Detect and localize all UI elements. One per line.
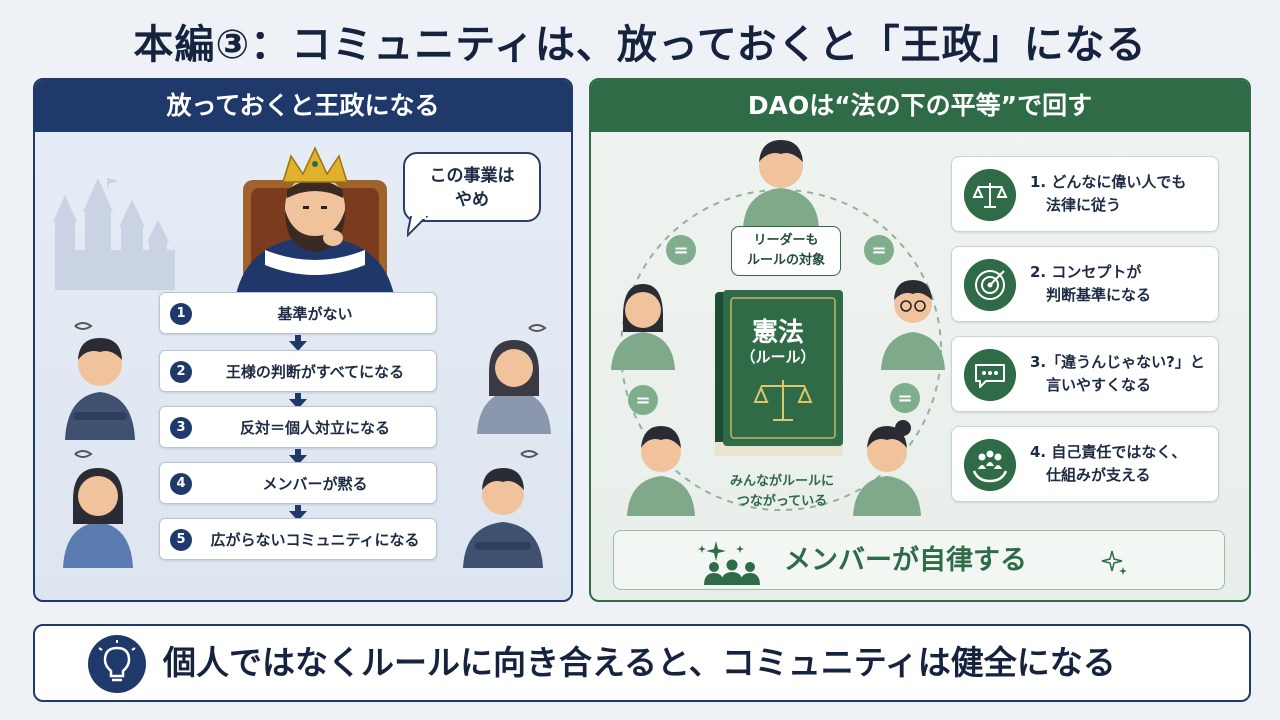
rule-line-1: 1. どんなに偉い人でも — [1030, 173, 1187, 191]
rule-line-2: 仕組みが支える — [1046, 466, 1151, 484]
rule-line-2: 判断基準になる — [1046, 286, 1152, 304]
rule-line-1: 3.「違うんじゃない?」と — [1030, 353, 1205, 371]
step-text: 王様の判断がすべてになる — [225, 363, 405, 381]
member-circle-diagram: = = = = — [611, 140, 945, 516]
member — [611, 284, 675, 370]
dao-header: DAOは“法の下の平等”で回す — [591, 80, 1249, 132]
worried-member-illustration — [477, 324, 551, 434]
constitution-book — [715, 290, 843, 456]
king-illustration — [235, 146, 395, 300]
people-hands-icon — [964, 439, 1016, 491]
rule-text: 2. コンセプトが 判断基準になる — [1030, 261, 1210, 307]
rule-text: 1. どんなに偉い人でも 法律に従う — [1030, 171, 1210, 217]
down-arrow-icon — [289, 393, 307, 409]
svg-text:=: = — [871, 240, 886, 261]
rule-card-4: 4. 自己責任ではなく、 仕組みが支える — [951, 426, 1219, 502]
step-number: 2 — [170, 361, 192, 383]
dao-panel: DAOは“法の下の平等”で回す = = = = — [589, 78, 1251, 602]
scales-icon — [964, 169, 1016, 221]
monarchy-panel: 放っておくと王政になる この事業は やめ — [33, 78, 573, 602]
member — [627, 426, 695, 516]
equals-badge: = — [890, 383, 920, 413]
page-title: 本編③：コミュニティは、放っておくと「王政」になる — [133, 22, 1147, 68]
rule-card-3: 3.「違うんじゃない?」と 言いやすくなる — [951, 336, 1219, 412]
worried-member-illustration — [63, 450, 133, 568]
conclusion-bar: 個人ではなくルールに向き合えると、コミュニティは健全になる — [33, 624, 1251, 702]
lightbulb-icon — [88, 635, 146, 693]
equals-badge: = — [628, 385, 658, 415]
step-text: 反対＝個人対立になる — [239, 419, 390, 437]
leader-label-line-1: リーダーも — [753, 233, 819, 248]
svg-text:=: = — [635, 390, 650, 411]
rule-card-1: 1. どんなに偉い人でも 法律に従う — [951, 156, 1219, 232]
monarchy-header: 放っておくと王政になる — [35, 80, 571, 132]
step-text: 広がらないコミュニティになる — [210, 531, 420, 549]
equals-badge: = — [666, 235, 696, 265]
leader-label: リーダーも ルールの対象 — [731, 226, 841, 276]
step-2: 2 王様の判断がすべてになる — [159, 350, 437, 392]
svg-text:=: = — [897, 388, 912, 409]
step-text: メンバーが黙る — [262, 475, 368, 493]
member — [881, 280, 945, 370]
rule-text: 4. 自己責任ではなく、 仕組みが支える — [1030, 441, 1210, 487]
worried-member-illustration — [463, 450, 543, 568]
leader-label-line-2: ルールの対象 — [746, 253, 825, 268]
member — [853, 420, 921, 516]
step-number: 3 — [170, 417, 192, 439]
svg-text:=: = — [673, 240, 688, 261]
rule-card-2: 2. コンセプトが 判断基準になる — [951, 246, 1219, 322]
down-arrow-icon — [289, 335, 307, 351]
autonomy-banner: メンバーが自律する — [613, 530, 1225, 590]
autonomy-text: メンバーが自律する — [784, 545, 1027, 576]
conclusion-text: 個人ではなくルールに向き合えると、コミュニティは健全になる — [163, 643, 1116, 682]
connect-label-line-2: つながっている — [736, 494, 828, 509]
step-4: 4 メンバーが黙る — [159, 462, 437, 504]
down-arrow-icon — [289, 505, 307, 521]
target-icon — [964, 259, 1016, 311]
step-number: 5 — [170, 529, 192, 551]
step-5: 5 広がらないコミュニティになる — [159, 518, 437, 560]
speech-line-2: やめ — [455, 190, 489, 210]
step-number: 4 — [170, 473, 192, 495]
rule-line-1: 4. 自己責任ではなく、 — [1030, 443, 1187, 461]
leader-member — [743, 140, 819, 228]
down-arrow-icon — [289, 449, 307, 465]
equals-badge: = — [864, 235, 894, 265]
step-3: 3 反対＝個人対立になる — [159, 406, 437, 448]
rule-text: 3.「違うんじゃない?」と 言いやすくなる — [1030, 351, 1210, 397]
bubble-tail — [407, 216, 429, 238]
book-subtitle: （ルール） — [740, 348, 816, 366]
step-1: 1 基準がない — [159, 292, 437, 334]
worried-member-illustration — [65, 322, 135, 440]
sparkle-icon — [1101, 550, 1127, 575]
scales-icon — [753, 380, 813, 421]
sparkle-group-icon — [698, 541, 760, 585]
step-number: 1 — [170, 303, 192, 325]
rule-line-2: 言いやすくなる — [1046, 376, 1152, 394]
rule-line-2: 法律に従う — [1046, 196, 1122, 214]
speech-icon — [964, 349, 1016, 401]
rule-line-1: 2. コンセプトが — [1030, 263, 1142, 281]
connect-label-line-1: みんながルールに — [729, 474, 834, 489]
book-title: 憲法 — [751, 318, 804, 348]
castle-icon — [53, 178, 175, 290]
speech-line-1: この事業は — [429, 166, 515, 186]
step-text: 基準がない — [277, 305, 353, 323]
king-speech-bubble: この事業は やめ — [403, 152, 541, 222]
connect-label: みんながルールに つながっている — [707, 472, 857, 512]
